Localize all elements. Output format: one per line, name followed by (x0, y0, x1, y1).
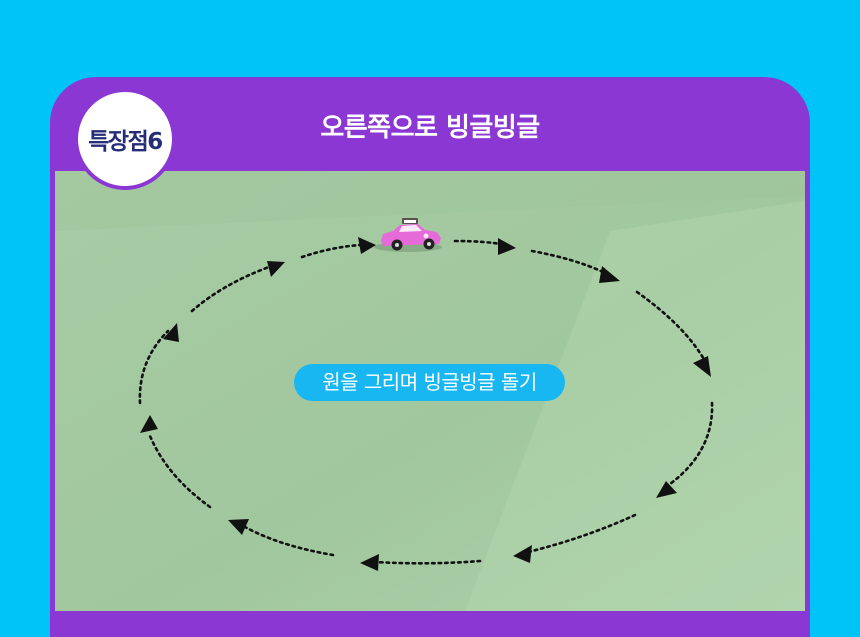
feature-badge-label: 특장점6 (88, 129, 163, 155)
caption-pill: 원을 그리며 빙글빙글 돌기 (294, 364, 565, 401)
arrow-heads (140, 237, 711, 571)
demo-photo (55, 171, 805, 611)
circle-path-arrows (138, 239, 714, 565)
toy-car-icon (374, 218, 442, 252)
header-title: 오른쪽으로 빙글빙글 (320, 113, 540, 143)
feature-badge: 특장점6 (74, 88, 176, 190)
